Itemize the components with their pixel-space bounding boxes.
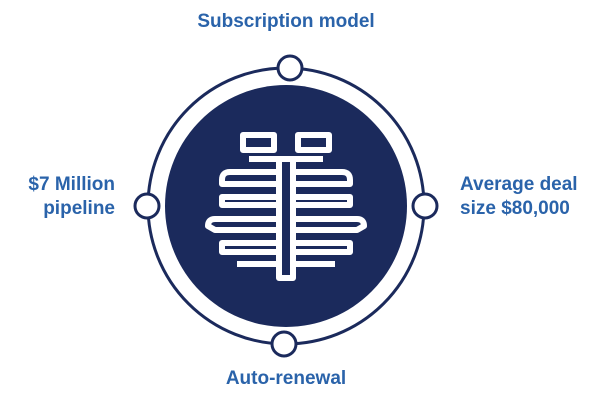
node-bottom — [270, 330, 298, 358]
label-subscription-model: Subscription model — [197, 11, 375, 32]
node-left — [133, 192, 161, 220]
node-right — [411, 192, 439, 220]
label-average-deal-line2: size $80,000 — [460, 198, 570, 219]
label-pipeline-line2: pipeline — [43, 198, 115, 219]
label-average-deal-line1: Average deal — [460, 174, 578, 195]
label-pipeline-line1: $7 Million — [28, 174, 115, 195]
label-auto-renewal: Auto-renewal — [225, 368, 347, 389]
label-average-deal-size: Average deal size $80,000 — [460, 173, 578, 221]
brain-logo-icon — [205, 132, 367, 281]
label-pipeline: $7 Million pipeline — [28, 173, 115, 221]
node-top — [276, 54, 304, 82]
center-circle — [165, 85, 407, 327]
